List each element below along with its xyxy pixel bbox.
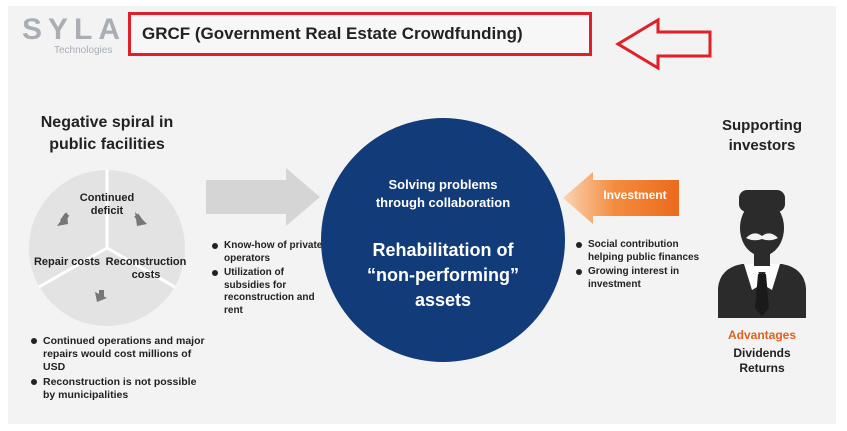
cycle-arrow-icon [57, 212, 70, 226]
circle-line: Rehabilitation of [372, 240, 514, 260]
dividends-label: Dividends [733, 346, 791, 360]
cycle-arrow-icon [134, 212, 147, 226]
heading-line: investors [728, 137, 796, 154]
negative-spiral-cycle: Continued deficit Repair costs Reconstru… [27, 168, 187, 333]
label-line: deficit [90, 205, 124, 217]
label-line: Continued [79, 192, 135, 204]
negative-spiral-heading: Negative spiral in public facilities [22, 112, 192, 156]
cycle-arrow-icon [95, 290, 107, 302]
returns-label: Returns [739, 361, 785, 375]
circle-line: “non-performing” [367, 265, 519, 285]
investment-label: Investment [603, 188, 667, 202]
cycle-label-reconstruction: Reconstruction costs [103, 256, 189, 282]
list-item: Growing interest in investment [574, 266, 704, 291]
title-box: GRCF (Government Real Estate Crowdfundin… [128, 12, 592, 56]
investment-arrow-icon [563, 172, 679, 224]
logo-word: SYLA [22, 13, 127, 46]
cycle-label-deficit: Continued deficit [67, 192, 147, 218]
rehabilitation-circle: Solving problems through collaboration R… [321, 118, 565, 362]
heading-line: Supporting [722, 117, 802, 134]
cycle-label-repair: Repair costs [33, 256, 101, 268]
dividends-returns: Dividends Returns [700, 346, 824, 376]
supporting-investors-heading: Supporting investors [700, 116, 824, 156]
list-item: Know-how of private operators [210, 240, 330, 265]
spiral-bullets: Continued operations and major repairs w… [29, 335, 209, 404]
circle-subtitle: Solving problems through collaboration [321, 176, 565, 212]
label-line: Reconstruction [105, 256, 187, 268]
advantages-label: Advantages [727, 328, 797, 342]
person-icon [718, 190, 806, 318]
cycle-diagram [29, 170, 185, 326]
circle-line: Solving problems [388, 177, 498, 192]
right-arrow-icon [206, 168, 320, 226]
investment-bullets: Social contribution helping public finan… [574, 239, 704, 293]
list-item: Reconstruction is not possible by munici… [29, 376, 209, 402]
heading-line: Negative spiral in [40, 114, 174, 131]
circle-main-text: Rehabilitation of “non-performing” asset… [321, 238, 565, 313]
left-arrow-icon [615, 17, 712, 71]
list-item: Utilization of subsidies for reconstruct… [210, 267, 330, 317]
circle-line: through collaboration [375, 195, 511, 210]
label-line: costs [131, 269, 161, 281]
circle-line: assets [414, 290, 472, 310]
list-item: Social contribution helping public finan… [574, 239, 704, 264]
page-title: GRCF (Government Real Estate Crowdfundin… [142, 24, 523, 43]
logo-subtitle: Technologies [54, 45, 113, 56]
collaboration-bullets: Know-how of private operators Utilizatio… [210, 240, 330, 319]
heading-line: public facilities [49, 136, 165, 153]
list-item: Continued operations and major repairs w… [29, 335, 209, 374]
